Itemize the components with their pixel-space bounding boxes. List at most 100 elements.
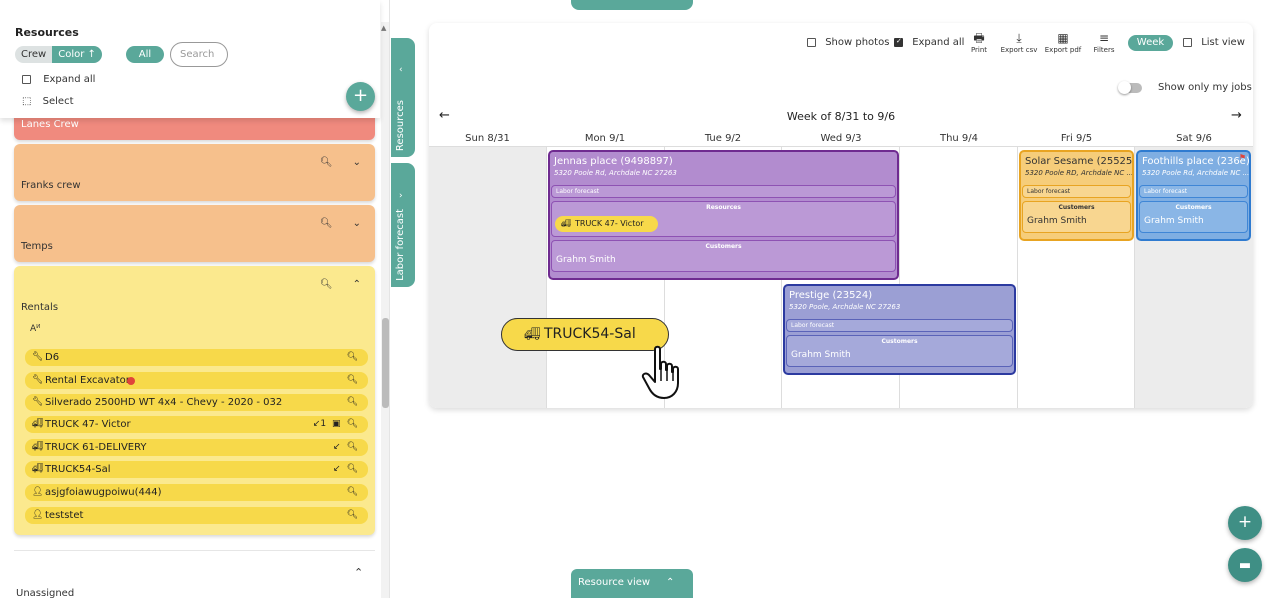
labor-forecast-section[interactable]: Labor forecast xyxy=(1022,185,1131,198)
status-dot-icon xyxy=(127,377,135,385)
show-photos-option[interactable]: Show photos xyxy=(807,37,889,48)
scroll-up-icon[interactable]: ▲ xyxy=(381,24,387,32)
expand-all-row[interactable]: Expand all xyxy=(22,74,95,85)
job-address: 5320 Poole Rd, Archdale NC 27263 xyxy=(554,169,677,177)
toggle-color[interactable]: Color ↑ xyxy=(52,46,102,63)
crew-card-franks[interactable]: Franks crew 🔍︎ ⌄ xyxy=(14,144,375,201)
customers-section[interactable]: Customers Grahm Smith xyxy=(1022,201,1131,233)
tab-resources-label: Resources xyxy=(395,100,406,152)
customers-section[interactable]: Customers Grahm Smith xyxy=(1139,201,1248,233)
customers-section[interactable]: Customers Grahm Smith xyxy=(786,335,1013,367)
wrench-icon: 🔧︎ xyxy=(32,352,44,362)
assign-arrow-icon[interactable]: ↙ xyxy=(333,464,341,474)
item-label: D6 xyxy=(45,352,60,363)
prev-week-arrow-icon[interactable]: ← xyxy=(439,108,450,123)
job-card-jennas[interactable]: Jennas place (9498897) 5320 Poole Rd, Ar… xyxy=(548,150,899,280)
sidebar-scrollbar[interactable] xyxy=(381,22,389,598)
search-icon[interactable]: 🔍︎ xyxy=(346,352,358,362)
list-item[interactable]: 🚚︎ TRUCK 61-DELIVERY ↙ 🔍︎ xyxy=(25,439,368,456)
list-item[interactable]: 👤︎ asjgfoiawugpoiwu(444) 🔍︎ xyxy=(25,484,368,501)
labor-forecast-section[interactable]: Labor forecast xyxy=(1139,185,1248,198)
list-item[interactable]: 🔧︎ Rental Excavator 🔍︎ xyxy=(25,372,368,389)
chevron-down-icon[interactable]: ⌄ xyxy=(352,157,361,168)
export-pdf-button[interactable]: ▦ Export pdf xyxy=(1043,30,1083,54)
search-icon[interactable]: 🔍︎ xyxy=(346,464,358,474)
day-column-wed[interactable] xyxy=(782,147,900,408)
list-item[interactable]: 🔧︎ D6 🔍︎ xyxy=(25,349,368,366)
assign-arrow-icon[interactable]: ↙1 xyxy=(312,419,327,429)
job-card-solar-sesame[interactable]: Solar Sesame (25525... 5320 Poole RD, Ar… xyxy=(1019,150,1134,241)
chat-button[interactable]: ▬ xyxy=(1228,548,1262,582)
list-item[interactable]: 👤︎ teststet 🔍︎ xyxy=(25,507,368,524)
expand-all-option[interactable]: Expand all xyxy=(894,37,964,48)
search-icon[interactable]: 🔍︎ xyxy=(319,218,333,229)
add-resource-button[interactable]: + xyxy=(346,82,375,111)
all-filter-button[interactable]: All xyxy=(126,46,164,63)
search-icon[interactable]: 🔍︎ xyxy=(319,279,333,290)
customer-name: Grahm Smith xyxy=(556,255,616,265)
dragged-resource-label: TRUCK54-Sal xyxy=(544,326,636,342)
crew-name: Franks crew xyxy=(21,180,81,191)
list-view-option[interactable]: List view xyxy=(1183,37,1245,48)
expand-all-checkbox[interactable] xyxy=(22,74,31,84)
customers-label: Customers xyxy=(705,243,742,250)
search-icon[interactable]: 🔍︎ xyxy=(346,487,358,497)
select-label: Select xyxy=(42,96,74,107)
crew-actions: 🔍︎ ⌄ xyxy=(320,218,361,229)
sort-az-icon[interactable]: Aᴻ xyxy=(30,324,41,334)
search-icon[interactable]: 🔍︎ xyxy=(346,397,358,407)
unassigned-label: Unassigned xyxy=(16,588,75,598)
customers-section[interactable]: Customers Grahm Smith xyxy=(551,240,896,272)
add-job-button[interactable]: + xyxy=(1228,506,1262,540)
list-view-checkbox[interactable] xyxy=(1183,37,1192,47)
crew-name: Lanes Crew xyxy=(21,119,79,130)
labor-forecast-section[interactable]: Labor forecast xyxy=(551,185,896,198)
resources-section[interactable]: Resources 🚚︎ TRUCK 47- Victor xyxy=(551,201,896,237)
assign-arrow-icon[interactable]: ↙ xyxy=(333,442,341,452)
export-csv-button[interactable]: ⤓ Export csv xyxy=(999,30,1039,54)
calendar-icon[interactable]: ▣ xyxy=(332,419,341,429)
show-my-jobs-toggle[interactable] xyxy=(1118,81,1142,94)
printer-icon: 🖶 xyxy=(973,31,985,45)
labor-forecast-label: Labor forecast xyxy=(1144,188,1188,195)
customer-name: Grahm Smith xyxy=(1027,216,1087,226)
chevron-up-icon[interactable]: ⌃ xyxy=(352,279,361,290)
print-button[interactable]: 🖶 Print xyxy=(967,30,991,54)
sidebar-scroll-thumb[interactable] xyxy=(382,318,389,408)
list-item[interactable]: 🚚︎ TRUCK 47- Victor ↙1 ▣ 🔍︎ xyxy=(25,416,368,433)
chevron-up-icon[interactable]: ⌃ xyxy=(354,566,364,579)
resources-label: Resources xyxy=(706,204,741,211)
chevron-down-icon[interactable]: ⌄ xyxy=(352,218,361,229)
search-input[interactable]: Search xyxy=(170,42,228,67)
expand-all-checkbox[interactable] xyxy=(894,37,903,47)
job-card-foothills[interactable]: Foothills place (236e) 5320 Poole Rd, Ar… xyxy=(1136,150,1251,241)
search-icon[interactable]: 🔍︎ xyxy=(346,419,358,429)
crew-card-temps[interactable]: Temps 🔍︎ ⌄ xyxy=(14,205,375,262)
labor-forecast-section[interactable]: Labor forecast xyxy=(786,319,1013,332)
search-icon[interactable]: 🔍︎ xyxy=(346,375,358,385)
select-row[interactable]: ⬚ Select xyxy=(22,96,74,107)
show-photos-checkbox[interactable] xyxy=(807,37,816,47)
toggle-crew[interactable]: Crew xyxy=(21,49,47,60)
filters-button[interactable]: ≡ Filters xyxy=(1089,30,1119,54)
expand-all-label: Expand all xyxy=(43,74,96,85)
job-card-prestige[interactable]: Prestige (23524) 5320 Poole, Archdale NC… xyxy=(783,284,1016,375)
crew-color-toggle: Crew Color ↑ xyxy=(15,46,102,63)
day-column-fri[interactable] xyxy=(1018,147,1135,408)
list-item[interactable]: 🔧︎ Silverado 2500HD WT 4x4 - Chevy - 202… xyxy=(25,394,368,411)
search-icon[interactable]: 🔍︎ xyxy=(346,510,358,520)
resource-chip[interactable]: 🚚︎ TRUCK 47- Victor xyxy=(555,216,658,232)
search-icon[interactable]: 🔍︎ xyxy=(319,157,333,168)
tab-labor-forecast[interactable]: › Labor forecast xyxy=(391,163,415,287)
week-view-button[interactable]: Week xyxy=(1128,35,1173,51)
next-week-arrow-icon[interactable]: → xyxy=(1231,108,1242,123)
day-column-thu[interactable] xyxy=(900,147,1018,408)
dragged-resource[interactable]: 🚚︎ TRUCK54-Sal xyxy=(501,318,669,351)
top-collapse-tab[interactable] xyxy=(571,0,693,10)
list-item[interactable]: 🚚︎ TRUCK54-Sal ↙ 🔍︎ xyxy=(25,461,368,478)
tab-resources[interactable]: ‹ Resources xyxy=(391,38,415,157)
show-my-jobs-label: Show only my jobs xyxy=(1158,82,1252,93)
search-icon[interactable]: 🔍︎ xyxy=(346,442,358,452)
resource-view-tab[interactable]: Resource view ⌃ xyxy=(571,569,693,598)
day-column-sun[interactable] xyxy=(429,147,547,408)
